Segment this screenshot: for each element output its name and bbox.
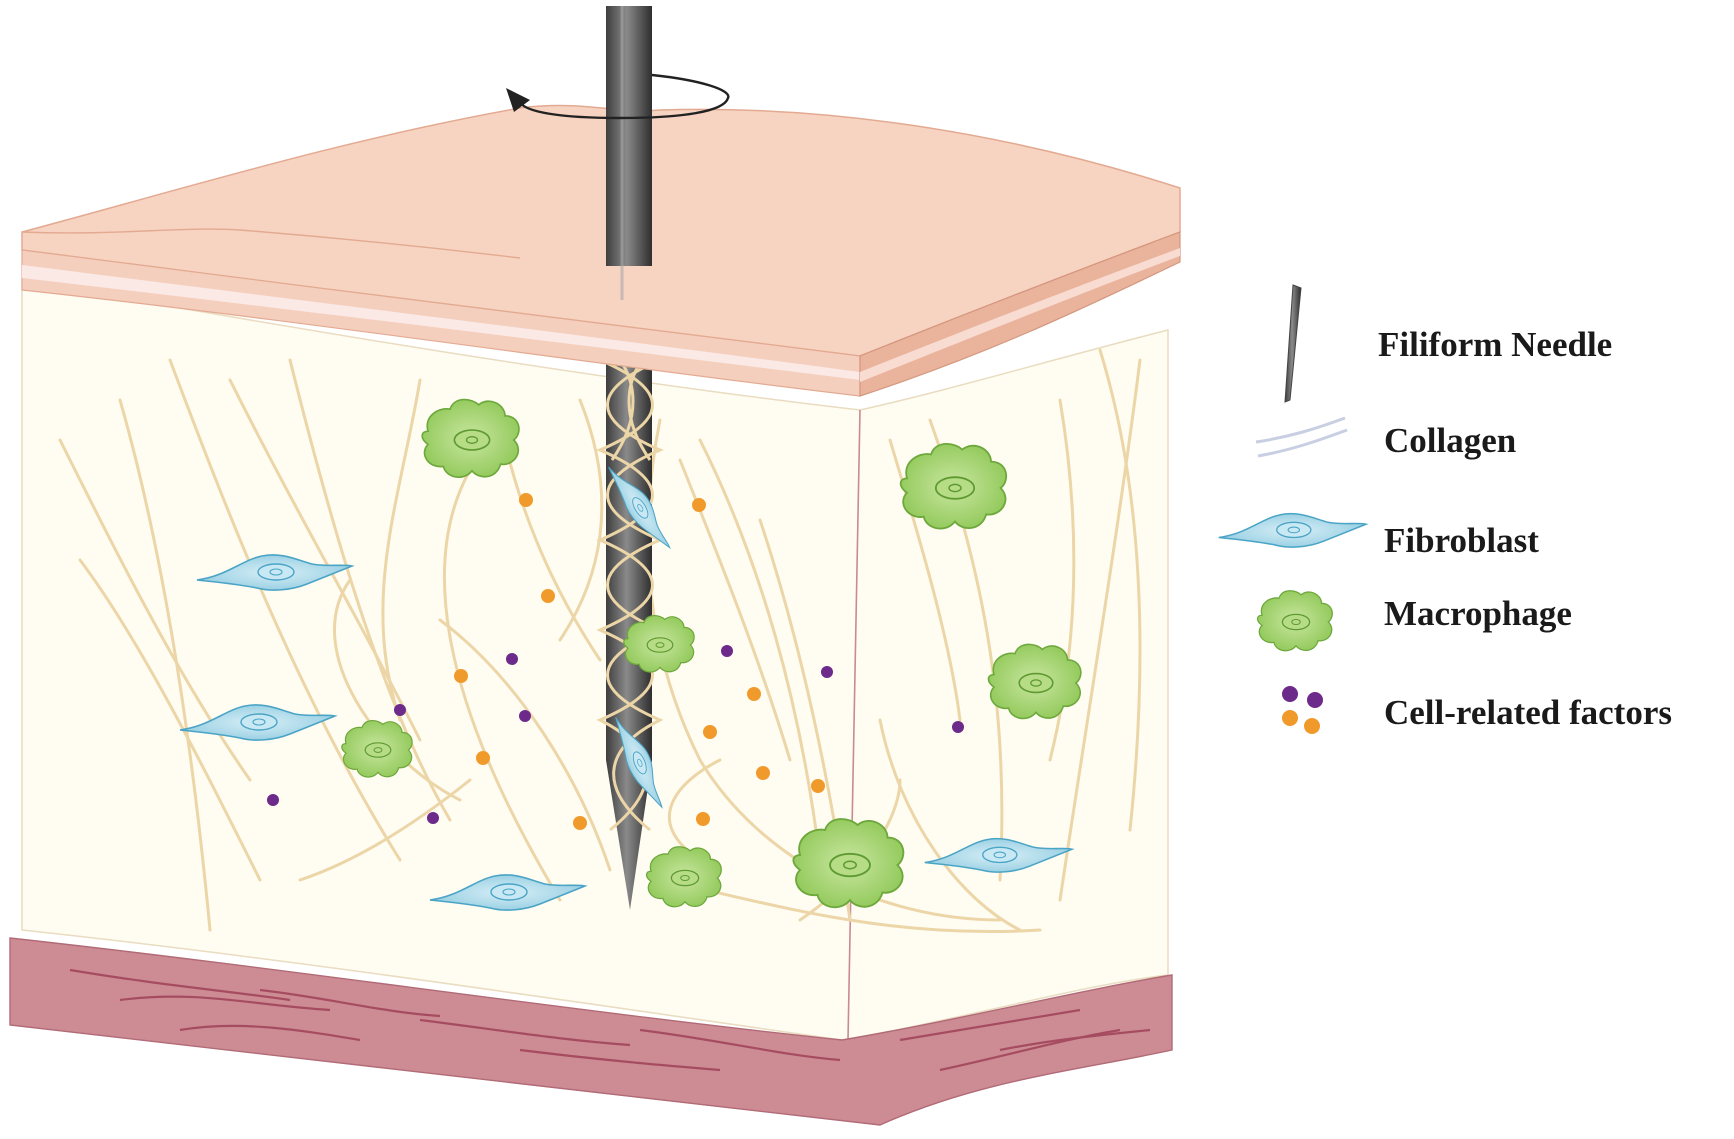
legend: Filiform Needle Collagen Fibroblast Macr…	[1219, 285, 1672, 734]
macrophage-icon	[1258, 591, 1333, 651]
legend-macrophage-label: Macrophage	[1384, 594, 1572, 633]
factors-icon	[1282, 686, 1323, 734]
legend-fibroblast-label: Fibroblast	[1384, 521, 1539, 560]
needle-icon	[1285, 285, 1301, 402]
needle-shaft	[606, 6, 652, 300]
legend-needle-label: Filiform Needle	[1378, 325, 1612, 364]
legend-collagen-label: Collagen	[1384, 421, 1516, 460]
legend-factors-label: Cell-related factors	[1384, 693, 1672, 732]
fibroblast-icon	[1219, 514, 1366, 547]
collagen-icon	[1256, 418, 1347, 456]
